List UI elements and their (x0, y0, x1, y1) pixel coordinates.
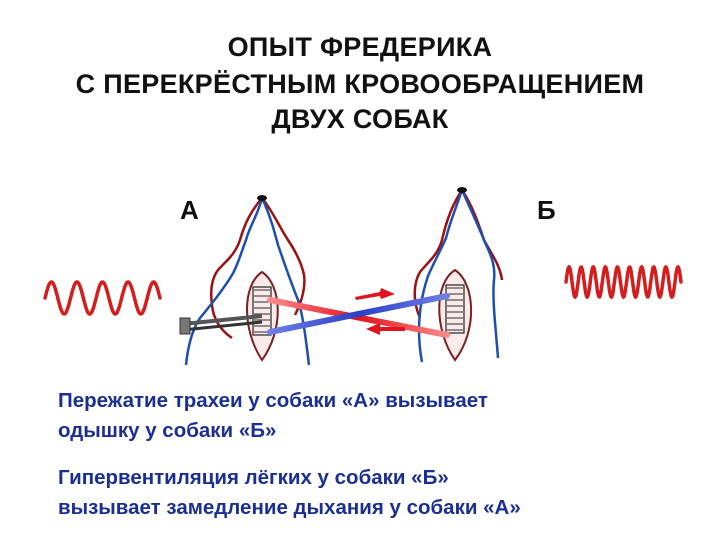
dog-a-label: А (180, 195, 199, 225)
dog-b-chest-incision (438, 268, 473, 362)
cross-circulation-vessels (267, 288, 450, 338)
dog-a-outline-red (210, 197, 306, 340)
caption-2-line-2: вызывает замедление дыхания у собаки «А» (58, 496, 521, 519)
title-line-3: ДВУХ СОБАК (271, 104, 449, 134)
dog-a-chest-incision (246, 270, 279, 362)
title-line-2: С ПЕРЕКРЁСТНЫМ КРОВООБРАЩЕНИЕМ (75, 69, 645, 99)
dog-a-trachea (252, 286, 272, 336)
dog-b-label: Б (537, 195, 556, 225)
caption-2-line-1: Гипервентиляция лёгких у собаки «Б» (58, 466, 449, 489)
caption-trachea-clamp: Пережатие трахеи у собаки «А» вызывает о… (58, 386, 698, 446)
caption-1-line-2: одышку у собаки «Б» (58, 419, 277, 442)
title-line-1: ОПЫТ ФРЕДЕРИКА (227, 32, 493, 62)
dog-b-outline-blue (417, 189, 500, 363)
dog-b-nose (457, 187, 467, 193)
artery-a-to-b (267, 297, 450, 338)
flow-arrow-lower-icon (366, 323, 405, 335)
dog-b-breathing-wave (564, 264, 683, 300)
vein-b-to-a (267, 293, 450, 335)
dog-b-figure (413, 187, 504, 363)
caption-hyperventilation: Гипервентиляция лёгких у собаки «Б» вызы… (58, 463, 698, 523)
caption-1-line-1: Пережатие трахеи у собаки «А» вызывает (58, 389, 488, 412)
trachea-clamp-icon (179, 314, 263, 335)
dog-b-trachea (445, 284, 465, 334)
dog-a-figure (179, 195, 311, 366)
cross-circulation-diagram (43, 187, 683, 366)
flow-arrow-upper-icon (355, 288, 395, 300)
dog-a-breathing-wave (43, 280, 162, 316)
dog-a-nose (257, 195, 267, 201)
